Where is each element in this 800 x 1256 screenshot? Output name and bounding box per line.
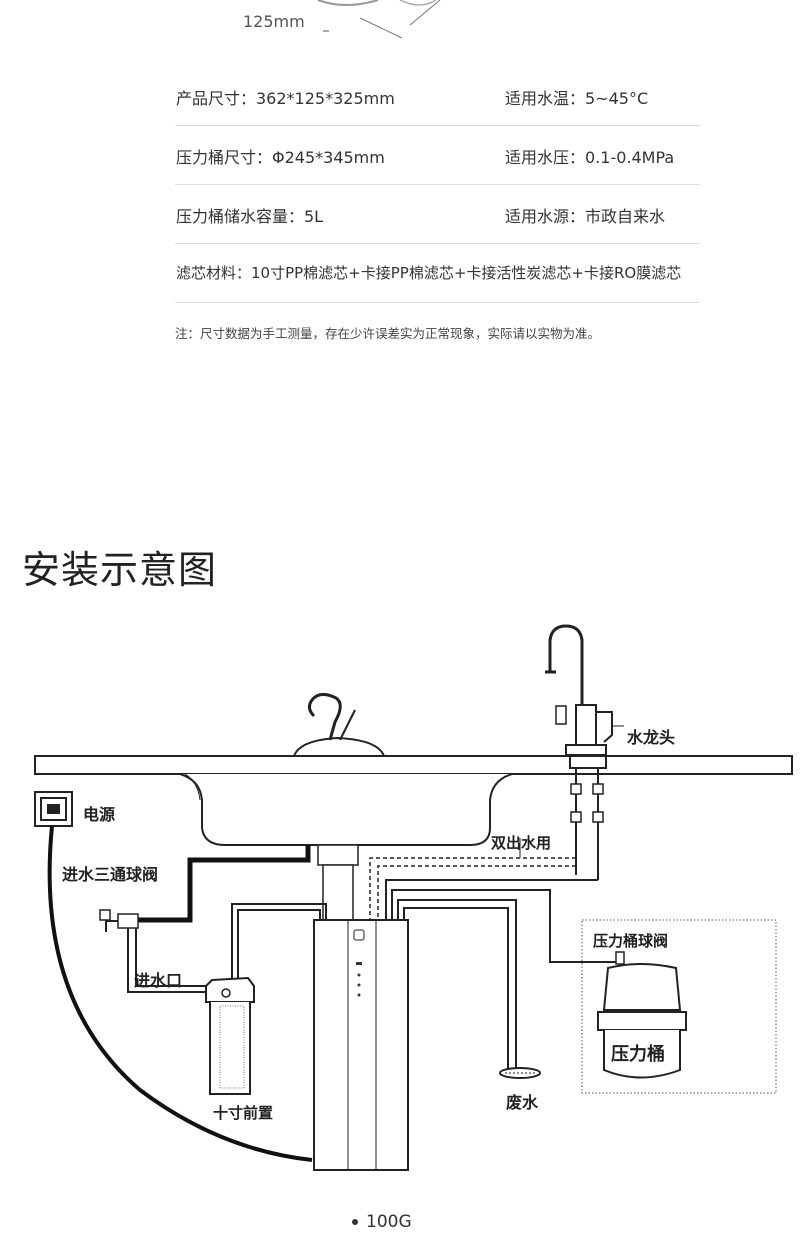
waste-drain <box>499 1067 541 1079</box>
label-inlet: 进水口 <box>134 971 183 990</box>
prefilter-icon <box>205 976 255 1095</box>
dual-outlet-line <box>369 857 576 920</box>
spec-water-source: 适用水源：市政自来水 <box>505 207 666 226</box>
power-outlet-icon <box>34 791 73 827</box>
spec-tank-size: 压力桶尺寸：Φ245*345mm <box>176 148 385 167</box>
label-dual-outlet: 双出水用 <box>491 834 552 852</box>
spec-row-size: 产品尺寸：362*125*325mm 适用水温：5~45°C <box>175 67 700 126</box>
sink-basin <box>179 773 513 846</box>
label-inlet-valve: 进水三通球阀 <box>62 865 159 884</box>
ro-faucet-icon <box>545 624 613 880</box>
installation-diagram <box>34 624 793 1171</box>
spec-filter-materials: 滤芯材料：10寸PP棉滤芯+卡接PP棉滤芯+卡接活性炭滤芯+卡接RO膜滤芯 <box>176 264 682 282</box>
inlet-valve-icon <box>99 909 139 932</box>
label-waste: 废水 <box>506 1093 539 1112</box>
countertop <box>34 755 793 775</box>
label-faucet: 水龙头 <box>627 728 676 747</box>
spec-product-size: 产品尺寸：362*125*325mm <box>176 89 395 108</box>
label-pressure-tank: 压力桶 <box>611 1044 665 1065</box>
label-tank-valve: 压力桶球阀 <box>593 932 669 950</box>
product-top-view-drawing <box>317 0 441 39</box>
spec-water-temp: 适用水温：5~45°C <box>505 89 649 108</box>
spec-tank-capacity: 压力桶储水容量：5L <box>176 207 324 226</box>
sink-faucet-icon <box>292 693 386 757</box>
spec-row-capacity: 压力桶储水容量：5L 适用水源：市政自来水 <box>175 185 700 244</box>
label-prefilter: 十寸前置 <box>213 1104 274 1122</box>
spec-water-pressure: 适用水压：0.1-0.4MPa <box>505 148 675 167</box>
ro-unit-icon <box>313 919 409 1171</box>
measurement-note: 注：尺寸数据为手工测量，存在少许误差实为正常现象，实际请以实物为准。 <box>175 326 601 341</box>
inlet-pipe <box>138 845 311 923</box>
dimension-label: 125mm <box>243 12 305 31</box>
power-cord <box>47 825 313 1162</box>
bullet-dot-icon <box>352 1219 358 1225</box>
label-power: 电源 <box>83 805 116 824</box>
spec-row-tank: 压力桶尺寸：Φ245*345mm 适用水压：0.1-0.4MPa <box>175 126 700 185</box>
pressure-tank-area <box>581 919 777 1094</box>
install-diagram-title: 安装示意图 <box>22 548 218 592</box>
pressure-tank-icon <box>597 951 687 1079</box>
spec-row-filter: 滤芯材料：10寸PP棉滤芯+卡接PP棉滤芯+卡接活性炭滤芯+卡接RO膜滤芯 <box>175 244 700 303</box>
model-label: 100G <box>352 1212 412 1232</box>
model-text: 100G <box>366 1212 412 1232</box>
